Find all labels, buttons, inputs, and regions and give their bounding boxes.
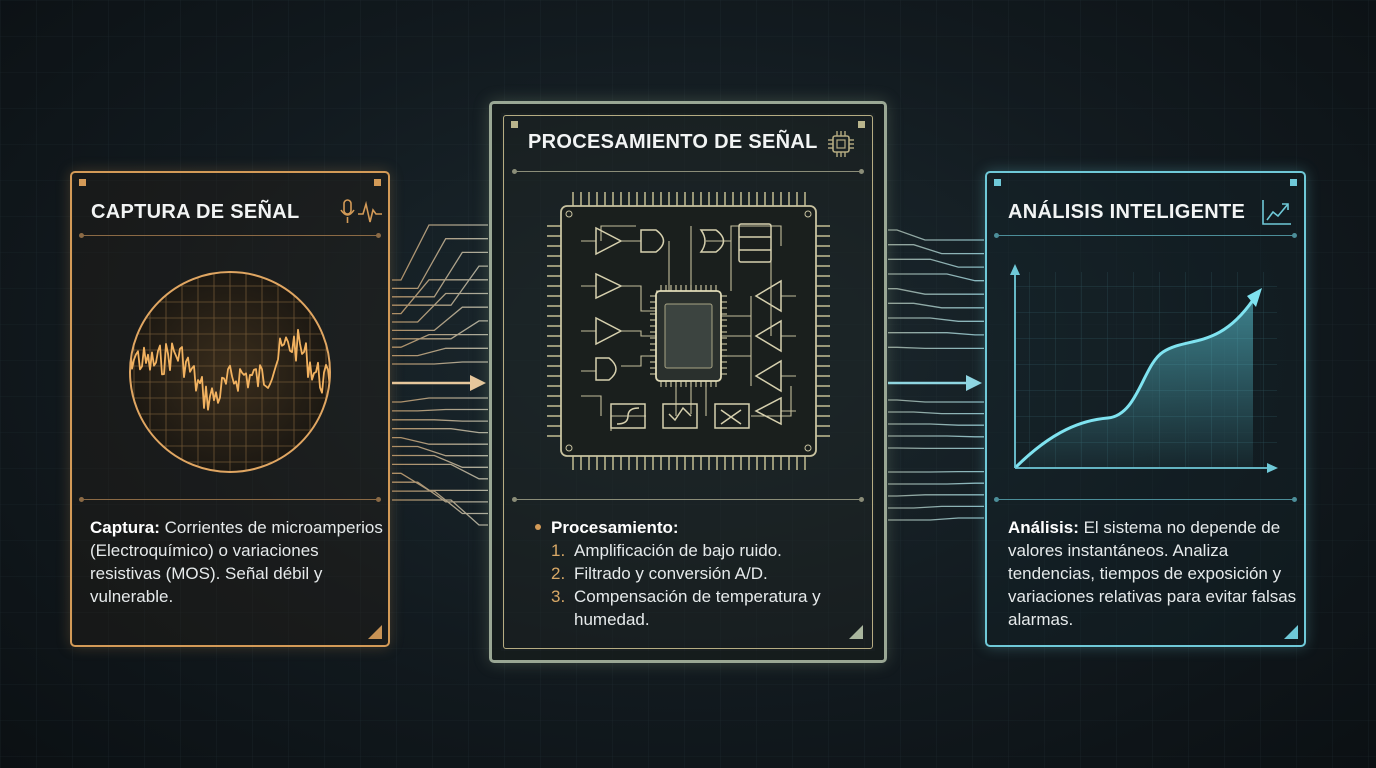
processing-inner-frame [503, 115, 873, 649]
wire-trace [392, 251, 488, 298]
processing-steps: 1. Amplificación de bajo ruido. 2. Filtrad… [535, 539, 865, 631]
wire-trace [392, 347, 488, 357]
panel-tab-marker [858, 121, 865, 128]
analysis-title: ANÁLISIS INTELIGENTE [1008, 201, 1246, 223]
wire-trace [392, 436, 488, 445]
wire-trace [392, 481, 488, 503]
wire-trace [888, 346, 984, 350]
wire-trace [888, 332, 984, 336]
analysis-text: El sistema no depende de valores instant… [1008, 518, 1297, 629]
arrow-capture-to-processing [392, 375, 486, 391]
wire-trace [888, 288, 984, 295]
wire-bundle-left [392, 224, 488, 526]
processing-description: Procesamiento: 1. Amplificación de bajo r… [535, 516, 865, 631]
wire-trace [392, 224, 488, 281]
processing-label: Procesamiento: [551, 518, 679, 537]
step-number: 1. [551, 541, 566, 560]
wire-trace [392, 292, 488, 323]
circuit-board-diagram [547, 192, 830, 470]
wire-trace [392, 361, 488, 365]
wire-trace [888, 505, 984, 509]
panel-tab-marker [79, 179, 86, 186]
processing-step: 3. Compensación de temperatura y humedad. [551, 585, 865, 631]
microchip-icon [828, 131, 854, 157]
step-text: Filtrado y conversión A/D. [574, 564, 768, 583]
step-text: Amplificación de bajo ruido. [574, 541, 782, 560]
wire-trace [392, 320, 488, 340]
wire-trace [888, 517, 984, 521]
analysis-description: Análisis: El sistema no depende de valor… [1008, 516, 1300, 631]
step-number: 2. [551, 564, 566, 583]
processing-panel: PROCESAMIENTO DE SEÑAL [489, 101, 887, 663]
wire-trace [392, 445, 488, 457]
step-number: 3. [551, 587, 566, 606]
wire-trace [392, 397, 488, 403]
panel-tab-marker [374, 179, 381, 186]
wire-trace [888, 494, 984, 497]
title-divider [994, 233, 1297, 238]
microphone-wave-icon [340, 199, 382, 223]
text-divider [994, 497, 1297, 502]
wire-trace [392, 238, 488, 290]
wire-trace [888, 229, 984, 241]
processing-panel-frame [489, 101, 887, 663]
capture-title: CAPTURA DE SEÑAL [91, 201, 300, 223]
processing-step: 1. Amplificación de bajo ruido. [551, 539, 865, 562]
wire-trace [888, 482, 984, 485]
capture-description: Captura: Corrientes de microamperios (El… [90, 516, 385, 608]
capture-text: Corrientes de microamperios (Electroquím… [90, 518, 383, 606]
wire-trace [392, 428, 488, 434]
processing-title: PROCESAMIENTO DE SEÑAL [528, 131, 818, 153]
wire-trace [392, 306, 488, 332]
wire-trace [392, 499, 488, 526]
oscilloscope-waveform [129, 271, 331, 473]
wire-trace [888, 258, 984, 268]
panel-tab-marker [511, 121, 518, 128]
wire-trace [392, 265, 488, 306]
analysis-panel: ANÁLISIS INTELIGENTE Análisis: El sistem… [985, 171, 1306, 647]
processing-step: 2. Filtrado y conversión A/D. [551, 562, 865, 585]
wire-trace [888, 302, 984, 309]
text-divider [512, 497, 864, 502]
analysis-label: Análisis: [1008, 518, 1079, 537]
corner-marker [849, 625, 863, 639]
wire-trace [888, 399, 984, 403]
bullet-icon [535, 523, 541, 530]
capture-panel: CAPTURA DE SEÑAL Captura: Corrientes de … [70, 171, 390, 647]
step-text: Compensación de temperatura y humedad. [574, 587, 821, 629]
panel-tab-marker [1290, 179, 1297, 186]
wire-trace [888, 244, 984, 255]
title-divider [79, 233, 381, 238]
corner-marker [368, 625, 382, 639]
trend-chart-icon [1262, 200, 1291, 225]
wire-trace [392, 490, 488, 515]
wire-trace [888, 435, 984, 438]
wire-trace [888, 273, 984, 282]
capture-label: Captura: [90, 518, 160, 537]
wire-trace [392, 419, 488, 422]
wire-trace [888, 423, 984, 426]
text-divider [79, 497, 381, 502]
wire-trace [888, 411, 984, 415]
panel-tab-marker [994, 179, 1001, 186]
wire-trace [392, 333, 488, 348]
corner-marker [1284, 625, 1298, 639]
trend-graph [1010, 264, 1278, 473]
wire-trace [392, 463, 488, 480]
wire-trace [392, 454, 488, 468]
wire-trace [392, 408, 488, 412]
wire-bundle-right [888, 229, 984, 521]
title-divider [512, 169, 864, 174]
arrow-processing-to-analysis [888, 375, 982, 391]
wire-trace [888, 317, 984, 322]
wire-trace [392, 279, 488, 315]
